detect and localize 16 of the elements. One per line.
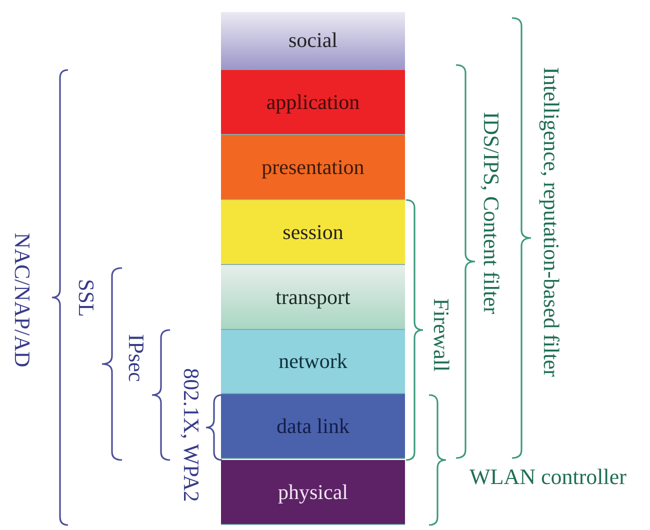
- brace-label: 802.1X, WPA2: [180, 368, 202, 502]
- layer-box: social: [221, 12, 405, 70]
- layer-box: physical: [221, 460, 405, 525]
- brace-label: SSL: [75, 279, 97, 317]
- brace-label: IDS/IPS, Content filter: [480, 112, 502, 314]
- layer-box: application: [221, 70, 405, 135]
- layer-box: transport: [221, 265, 405, 330]
- layer-box: presentation: [221, 135, 405, 200]
- layer-box: data link: [221, 394, 405, 459]
- brace-label: Firewall: [430, 298, 452, 372]
- brace-label: Intelligence, reputation-based filter: [540, 67, 562, 377]
- layer-box: network: [221, 330, 405, 394]
- brace-label: WLAN controller: [470, 466, 626, 488]
- layer-box: session: [221, 200, 405, 265]
- brace-label: NAC/NAP/AD: [11, 232, 33, 368]
- brace-label: IPsec: [125, 334, 147, 382]
